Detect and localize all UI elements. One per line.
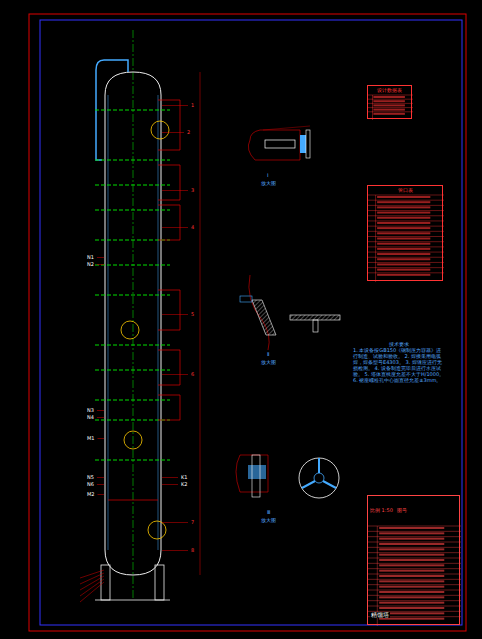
callout-number: 6	[190, 372, 195, 377]
table-box: 设计数据表	[367, 85, 412, 119]
callout-number: 7	[190, 520, 195, 525]
table-rules	[368, 496, 461, 626]
callout-number: 5	[190, 312, 195, 317]
callout-number: N1	[86, 255, 95, 260]
detail-caption: Ⅰ	[266, 173, 269, 178]
detail-caption: 放大图	[260, 360, 277, 365]
callout-number: K2	[180, 482, 188, 487]
detail-caption: 放大图	[260, 518, 277, 523]
callout-number: N2	[86, 262, 95, 267]
detail-caption: Ⅲ	[266, 510, 271, 515]
callout-number: 2	[186, 130, 191, 135]
notes-block: 技术要求1. 本设备按GB150《钢制压力容器》进行制造、试验和验收。 2. 焊…	[351, 340, 447, 444]
table-text: 1. 本设备按GB150《钢制压力容器》进行制造、试验和验收。 2. 焊接采用电…	[353, 347, 445, 383]
callout-number: 8	[190, 548, 195, 553]
callout-number: M1	[86, 436, 96, 441]
table-heading: 管口表	[370, 187, 440, 193]
drawing-title: 精馏塔	[370, 612, 390, 618]
table-heading: 设计数据表	[370, 87, 409, 93]
table-rules	[368, 186, 444, 282]
callout-number: 3	[190, 188, 195, 193]
callout-number: K1	[180, 475, 188, 480]
callout-number: 1	[190, 103, 195, 108]
callout-number: N6	[86, 482, 95, 487]
callout-number: 4	[190, 225, 195, 230]
callout-number: M2	[86, 492, 96, 497]
callout-number: N5	[86, 475, 95, 480]
table-heading: 技术要求	[353, 341, 445, 347]
detail-caption: Ⅱ	[266, 352, 270, 357]
callout-number: N4	[86, 415, 95, 420]
table-heading: 比例 1:50	[370, 507, 393, 513]
detail-caption: 放大图	[260, 181, 277, 186]
callout-number: N3	[86, 408, 95, 413]
table-box: 管口表	[367, 185, 443, 281]
table-text: 图号	[397, 507, 407, 513]
table-box: 比例 1:50 图号	[367, 495, 460, 625]
